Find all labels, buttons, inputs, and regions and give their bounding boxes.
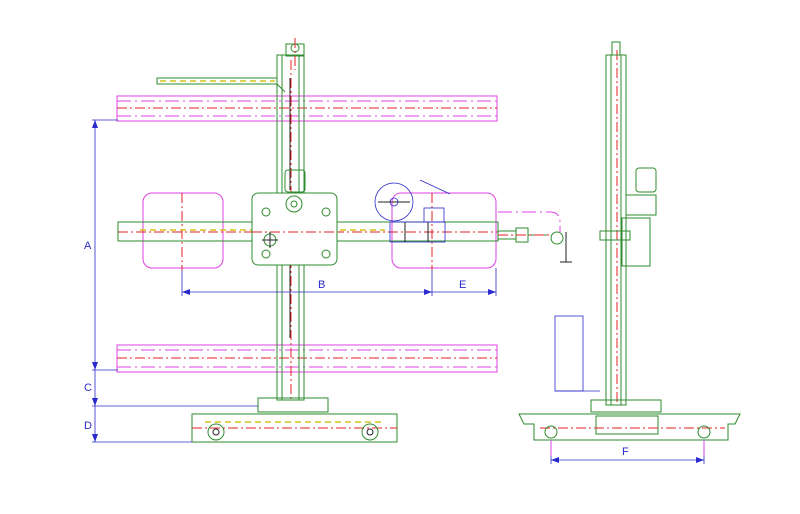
side-motor bbox=[599, 167, 657, 267]
dimension-a: A bbox=[84, 119, 118, 371]
dimension-b-label: B bbox=[318, 279, 325, 291]
dimension-a-label: A bbox=[84, 240, 92, 252]
dimension-e-label: E bbox=[459, 279, 466, 291]
upper-track bbox=[116, 95, 498, 122]
base bbox=[191, 397, 398, 443]
column-motor bbox=[284, 169, 306, 193]
dimension-e: E bbox=[432, 268, 497, 296]
side-view: F bbox=[518, 41, 741, 464]
dimension-f: F bbox=[550, 446, 705, 464]
carriage bbox=[251, 192, 338, 266]
lower-track bbox=[116, 344, 498, 373]
dimension-b: B bbox=[181, 270, 433, 296]
hoist-arm bbox=[156, 77, 286, 93]
control-cabinet bbox=[554, 315, 584, 392]
top-pulley bbox=[285, 38, 305, 70]
dimension-f-label: F bbox=[622, 446, 629, 458]
side-column bbox=[605, 41, 627, 406]
workpiece-right bbox=[391, 192, 497, 269]
side-base bbox=[518, 399, 741, 456]
dimension-d-label: D bbox=[84, 420, 92, 432]
dimension-d: D bbox=[84, 406, 192, 443]
dimension-c: C bbox=[84, 370, 258, 407]
front-view: A C D B E bbox=[84, 38, 572, 443]
torch-assembly bbox=[497, 211, 572, 263]
dimension-c-label: C bbox=[84, 382, 92, 394]
wire-feeder bbox=[374, 179, 451, 243]
